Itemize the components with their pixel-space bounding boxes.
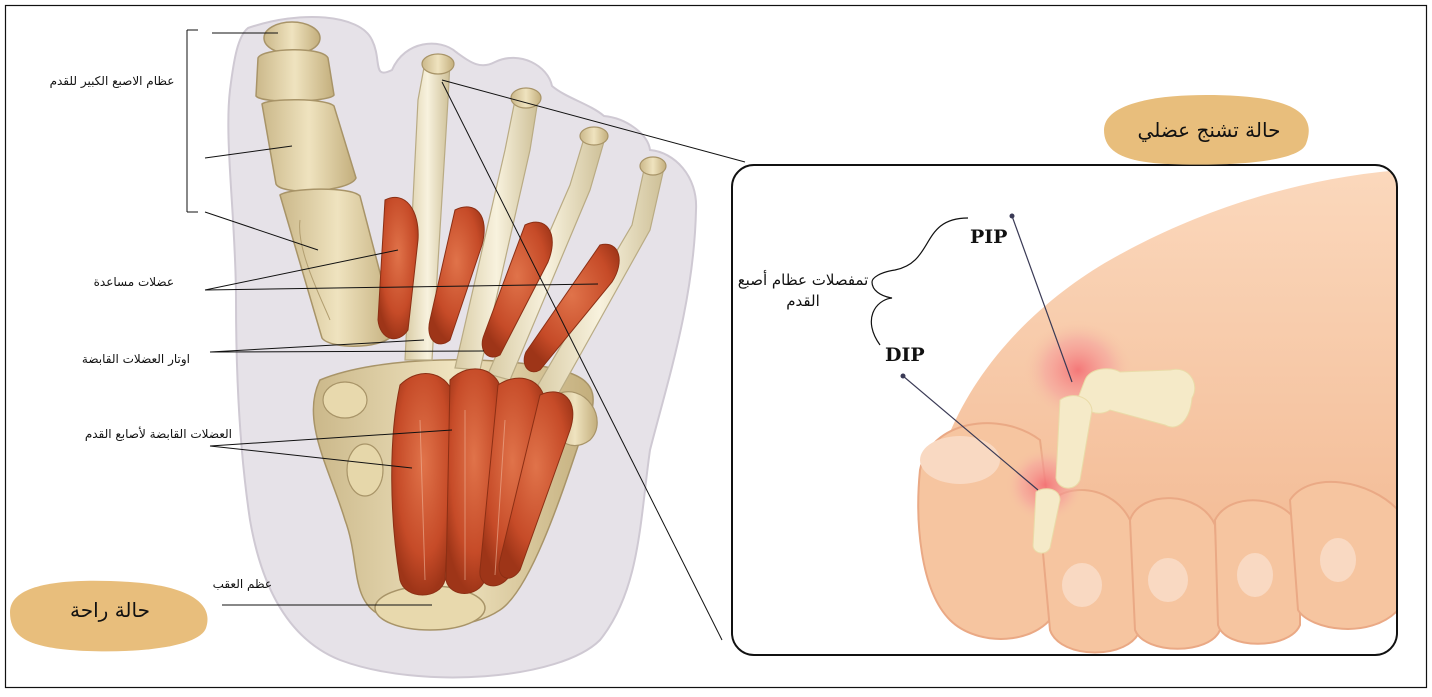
- cramp-state-badge: حالة تشنج عضلي: [1114, 118, 1304, 142]
- accessory-muscles-label: عضلات مساعدة: [82, 274, 174, 291]
- dip-label: DIP: [885, 344, 925, 366]
- big-toe-bone-label: عظام الاصبع الكبير للقدم: [48, 73, 176, 90]
- rest-state-badge: حالة راحة: [40, 598, 180, 622]
- big-toe-nail: [920, 436, 1000, 484]
- navicular-bone: [323, 382, 367, 418]
- big-toe-bracket: [187, 30, 198, 212]
- joints-label: تمفصلات عظام أصبع القدم: [736, 270, 870, 312]
- dip-marker-dot: [901, 374, 906, 379]
- flexor-tendons-label: اوتار العضلات القابضة: [44, 351, 190, 368]
- pip-marker-dot: [1010, 214, 1015, 219]
- cuneiform-bone: [347, 444, 383, 496]
- cramp-inset: [732, 165, 1400, 655]
- toe-flexor-muscles-label: العضلات القابضة لأصابع القدم: [30, 426, 232, 443]
- heel-bone-label: عظم العقب: [202, 576, 272, 593]
- pip-label: PIP: [970, 226, 1007, 248]
